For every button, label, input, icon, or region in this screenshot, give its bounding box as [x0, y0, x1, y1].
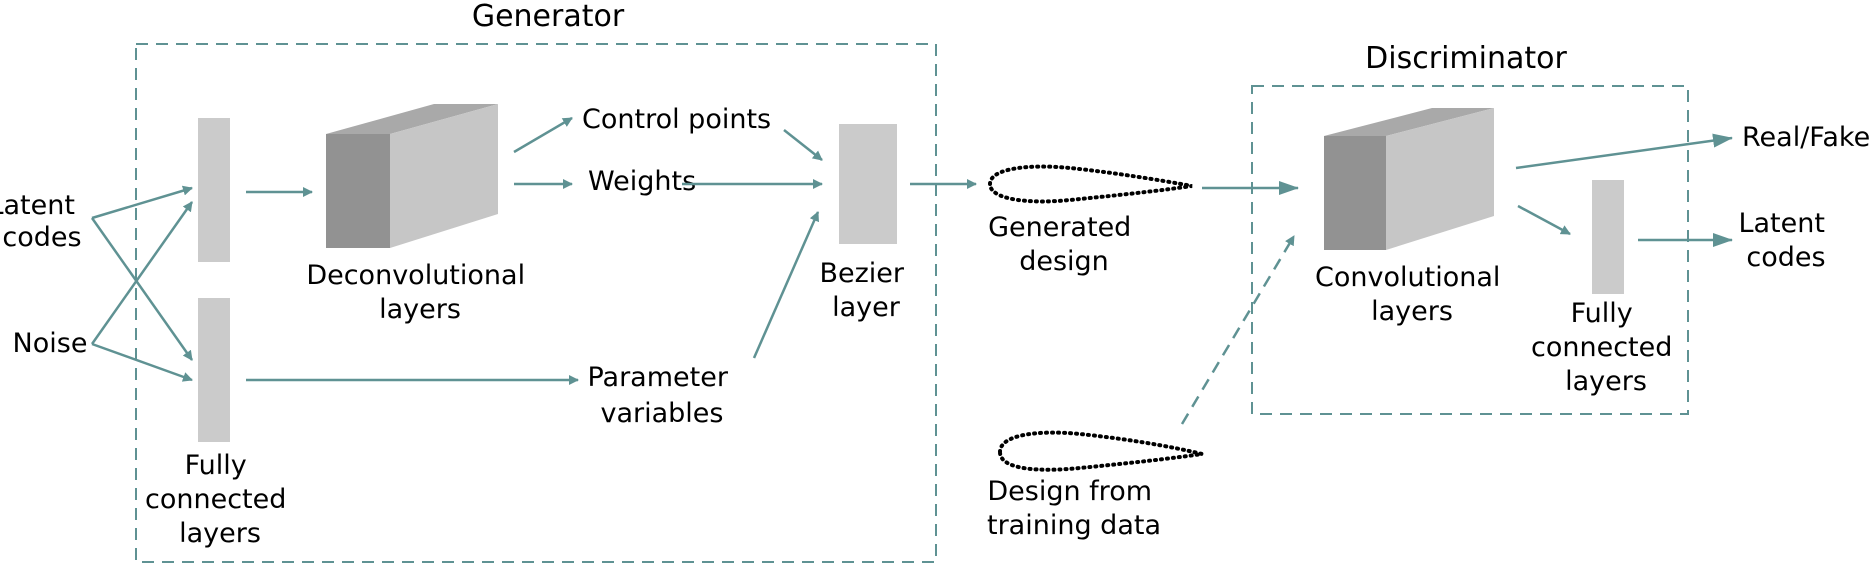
- deconv-block-front: [326, 134, 390, 248]
- training-design-airfoil: [997, 430, 1203, 472]
- training-design-label: Design from training data: [987, 476, 1161, 541]
- arrow-deconv-to-control-points: [513, 116, 573, 154]
- generator-group: Generator Latent codes Noise Fully conne…: [0, 0, 977, 563]
- generated-design-label: Generated design: [988, 212, 1140, 277]
- noise-input-label: Noise: [13, 328, 88, 359]
- convolutional-block: [1324, 108, 1494, 250]
- generator-fc-layer-top: [198, 118, 230, 262]
- deconvolutional-layers-label: Deconvolutional layers: [306, 260, 533, 325]
- generator-title: Generator: [472, 0, 625, 34]
- discriminator-title: Discriminator: [1365, 41, 1567, 76]
- deconv-block-side: [390, 104, 498, 248]
- conv-block-top: [1324, 108, 1494, 136]
- real-fake-output-label: Real/Fake: [1742, 122, 1870, 153]
- bezier-layer-block: [839, 124, 897, 244]
- arrow-parameters-to-bezier: [752, 211, 820, 359]
- discriminator-fc-layer: [1592, 180, 1624, 294]
- weights-label: Weights: [588, 166, 696, 197]
- arrow-latent-to-fc-bottom: [90, 217, 194, 361]
- parameter-variables-label: Parameter variables: [587, 362, 736, 429]
- generator-fc-layer-bottom: [198, 298, 230, 442]
- deconvolutional-block: [326, 104, 498, 248]
- arrow-noise-to-fc-bottom: [91, 342, 193, 382]
- convolutional-layers-label: Convolutional layers: [1315, 262, 1509, 327]
- generator-dashed-box: [135, 43, 937, 563]
- arrow-conv-to-real-fake: [1515, 133, 1733, 170]
- generator-fc-layers-label: Fully connected layers: [145, 450, 295, 549]
- arrow-conv-to-fc: [1517, 204, 1571, 236]
- deconv-block-top: [326, 104, 498, 134]
- arrow-training-to-conv: [1180, 235, 1296, 425]
- latent-codes-output-label: Latent codes: [1738, 208, 1833, 273]
- arrow-control-points-to-bezier: [783, 129, 823, 161]
- arrow-latent-to-fc-top: [91, 185, 193, 220]
- conv-block-side: [1386, 108, 1494, 250]
- generated-design-airfoil: [987, 164, 1193, 204]
- discriminator-dashed-box: [1251, 85, 1689, 415]
- bezier-layer-label: Bezier layer: [819, 258, 912, 323]
- conv-block-front: [1324, 136, 1386, 250]
- control-points-label: Control points: [582, 104, 771, 135]
- arrow-noise-to-fc-top: [90, 201, 194, 345]
- discriminator-group: Discriminator Convolutional layers Fully…: [1180, 41, 1870, 425]
- latent-codes-input-label: Latent codes: [0, 190, 84, 253]
- discriminator-fc-layers-label: Fully connected layers: [1531, 298, 1681, 397]
